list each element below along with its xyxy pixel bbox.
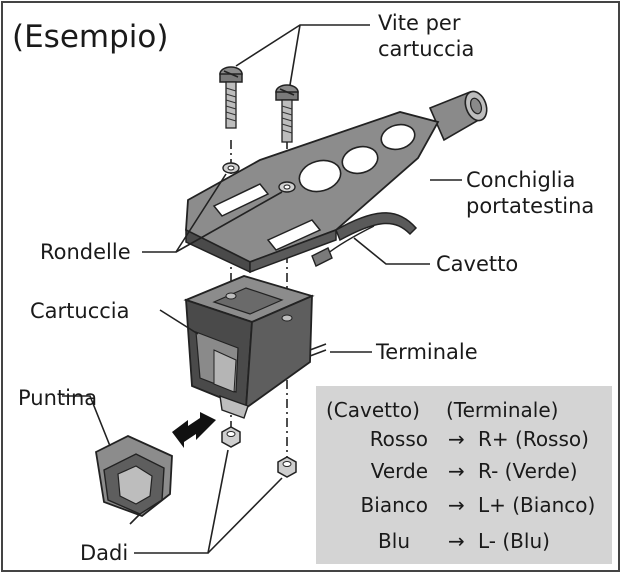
wiring-table-terminal: R+ (Rosso)	[478, 427, 589, 451]
wiring-table-arrow: →	[448, 427, 465, 451]
label-nuts: Dadi	[80, 541, 128, 565]
cartridge-screw	[275, 84, 299, 143]
lead-wire	[311, 225, 375, 267]
wiring-table: (Cavetto) (Terminale) Rosso → R+ (Rosso)…	[316, 386, 612, 564]
leader-lines	[62, 24, 462, 554]
label-cartridge: Cartuccia	[30, 299, 130, 323]
wiring-table-background	[316, 386, 612, 564]
wiring-table-wire: Bianco	[361, 493, 428, 517]
wiring-table-terminal: L- (Blu)	[478, 529, 550, 553]
label-washers: Rondelle	[40, 240, 131, 264]
wiring-table-wire: Verde	[371, 459, 428, 483]
stylus	[95, 435, 173, 525]
wiring-table-arrow: →	[448, 493, 465, 517]
insert-arrow	[172, 412, 216, 448]
label-screws: cartuccia	[378, 37, 474, 61]
washer	[278, 181, 296, 193]
nut	[221, 426, 241, 448]
label-headshell: Conchiglia	[466, 168, 575, 192]
wiring-table-arrow: →	[448, 459, 465, 483]
washer	[222, 162, 240, 174]
label-terminal: Terminale	[375, 340, 478, 364]
wiring-table-wire: Blu	[378, 529, 410, 553]
wiring-table-arrow: →	[448, 529, 465, 553]
wiring-table-wire: Rosso	[370, 427, 428, 451]
nut	[277, 456, 297, 478]
label-stylus: Puntina	[18, 386, 97, 410]
headshell	[185, 90, 488, 274]
wiring-table-terminal: R- (Verde)	[478, 459, 578, 483]
label-screws: Vite per	[378, 11, 461, 35]
cartridge-screw	[219, 66, 243, 129]
label-lead-wire: Cavetto	[436, 252, 518, 276]
cartridge	[183, 275, 327, 419]
wiring-table-header-wire: (Cavetto)	[326, 398, 420, 422]
diagram-title: (Esempio)	[12, 19, 168, 55]
wiring-table-terminal: L+ (Bianco)	[478, 493, 595, 517]
wiring-table-header-terminal: (Terminale)	[446, 398, 558, 422]
label-headshell: portatestina	[466, 194, 594, 218]
